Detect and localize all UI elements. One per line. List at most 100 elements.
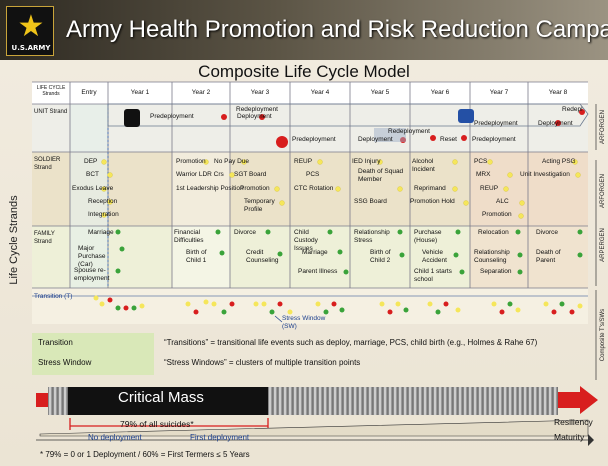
stress-window-label: Stress Window (SW) xyxy=(282,315,326,330)
unit-event: Redepl xyxy=(562,106,583,113)
soldier-event: Warrior LDR Crs xyxy=(176,171,224,178)
main-title: Army Health Promotion and Risk Reduction… xyxy=(66,16,608,43)
soldier-event: REUP xyxy=(480,185,499,192)
red-arrow-tail xyxy=(36,393,50,407)
year3-bg xyxy=(172,152,230,288)
col-year6: Year 6 xyxy=(430,89,450,96)
family-event: Purchase (House) xyxy=(414,229,442,244)
soldier-event: MRX xyxy=(476,171,491,178)
family-event: Birth of Child 1 xyxy=(186,249,207,264)
soldier-event: Exodus Leave xyxy=(72,185,114,192)
col-year8: Year 8 xyxy=(548,89,568,96)
stress-window-arrow xyxy=(274,315,283,323)
unit-event: Deployment xyxy=(538,120,573,127)
maturity-label: Maturity xyxy=(554,432,585,442)
unit-strand-bg xyxy=(32,104,588,152)
family-event: Major Purchase (Car) xyxy=(78,245,106,268)
soldier-event-dots xyxy=(101,159,581,219)
col-year3: Year 3 xyxy=(250,89,270,96)
coil-right xyxy=(268,387,558,415)
transition-row-label: Transition (T) xyxy=(34,293,73,300)
family-event: Relocation xyxy=(478,229,509,236)
soldier-event: ALC xyxy=(496,198,509,205)
critical-mass-bar xyxy=(68,387,268,415)
unit-event: Deployment xyxy=(358,136,393,143)
red-patch xyxy=(276,136,288,148)
unit-event: Predeployment xyxy=(292,136,336,143)
suicide-percent-label: 79% of all suicides* xyxy=(120,419,194,429)
family-event: Credit Counseling xyxy=(246,249,279,264)
unit-strand-label: UNIT Strand xyxy=(34,109,68,115)
family-event: Birth of Child 2 xyxy=(370,249,391,264)
soldier-event: Temporary Profile xyxy=(244,198,275,213)
star-icon: ★ xyxy=(17,9,45,44)
soldier-event: SGT Board xyxy=(234,171,267,178)
soldier-event: SSG Board xyxy=(354,198,387,205)
soldier-event: PCS xyxy=(474,158,488,165)
airborne-patch xyxy=(458,109,474,123)
family-event: Divorce xyxy=(536,229,559,236)
family-event: Parent Illness xyxy=(298,268,338,275)
soldier-event: BCT xyxy=(86,171,99,178)
family-event-dots xyxy=(115,229,583,275)
unit-event: Redeployment xyxy=(388,128,430,135)
soldier-event: CTC Rotation xyxy=(294,185,334,192)
col-year5: Year 5 xyxy=(370,89,390,96)
legend-transition-label: Transition xyxy=(38,338,73,347)
family-event: Separation xyxy=(480,268,512,275)
family-event: Spouse re-employment xyxy=(74,267,110,282)
entry-column-bg xyxy=(70,104,108,288)
soldier-event: Promotion xyxy=(240,185,270,192)
family-event: Death of Parent xyxy=(536,249,561,264)
family-event: Child 1 starts school xyxy=(414,268,452,283)
col-year2: Year 2 xyxy=(191,89,211,96)
legend-box: Transition Stress Window xyxy=(32,333,154,375)
family-event: Child Custody Issues xyxy=(294,229,318,252)
soldier-event: Reprimand xyxy=(414,185,446,192)
family-event: Divorce xyxy=(234,229,257,236)
deployment-block xyxy=(374,128,406,142)
family-event: Marriage xyxy=(88,229,114,236)
family-strand-label: FAMILY Strand xyxy=(34,231,55,245)
strands-header: LIFE CYCLE Strands xyxy=(36,85,66,97)
diagram-subtitle: Composite Life Cycle Model xyxy=(198,62,410,81)
unit-arrow xyxy=(107,103,589,127)
no-deployment-label: No deployment xyxy=(88,433,142,442)
unit-event: Predeployment xyxy=(472,136,516,143)
footnote: * 79% = 0 or 1 Deployment / 60% = First … xyxy=(40,450,250,459)
soldier-event: Alcohol Incident xyxy=(412,158,435,173)
col-entry: Entry xyxy=(81,89,97,96)
soldier-event: Promotion xyxy=(176,158,206,165)
col-year7: Year 7 xyxy=(489,89,509,96)
transition-dots xyxy=(93,295,583,315)
army-logo: ★ U.S.ARMY xyxy=(6,6,54,56)
family-event: Relationship Counseling xyxy=(474,249,510,264)
year7-bg xyxy=(470,152,528,288)
first-deployment-label: First deployment xyxy=(190,433,250,442)
critical-mass-label: Critical Mass xyxy=(118,389,204,406)
soldier-event: Integration xyxy=(88,211,119,218)
soldier-event: 1st Leadership Position xyxy=(176,185,244,192)
family-event: Marriage xyxy=(302,249,328,256)
soldier-event: REUP xyxy=(294,158,313,165)
family-event: Financial Difficulties xyxy=(174,229,204,244)
soldier-event: Reception xyxy=(88,198,118,205)
family-event: Relationship Stress xyxy=(354,229,390,244)
soldier-event: No Pay Due xyxy=(214,158,250,165)
resiliency-label: Resiliency xyxy=(554,417,593,427)
coil-left xyxy=(48,387,68,415)
red-arrow-head xyxy=(556,386,598,414)
soldier-strand-label: SOLDIER Strand xyxy=(34,157,61,171)
title-banner: ★ U.S.ARMY Army Health Promotion and Ris… xyxy=(0,0,608,60)
unit-event: Deployment xyxy=(237,113,272,120)
header-row-bg xyxy=(32,82,588,104)
transitions-description: “Transitions” = transitional life events… xyxy=(164,338,538,347)
soldier-event: DEP xyxy=(84,158,98,165)
unit-event: Predeployment xyxy=(150,113,194,120)
soldier-event: Promotion xyxy=(482,211,512,218)
soldier-event: Promotion Hold xyxy=(410,198,455,205)
soldier-event: PCS xyxy=(306,171,320,178)
unit-event: Redeployment xyxy=(236,106,278,113)
